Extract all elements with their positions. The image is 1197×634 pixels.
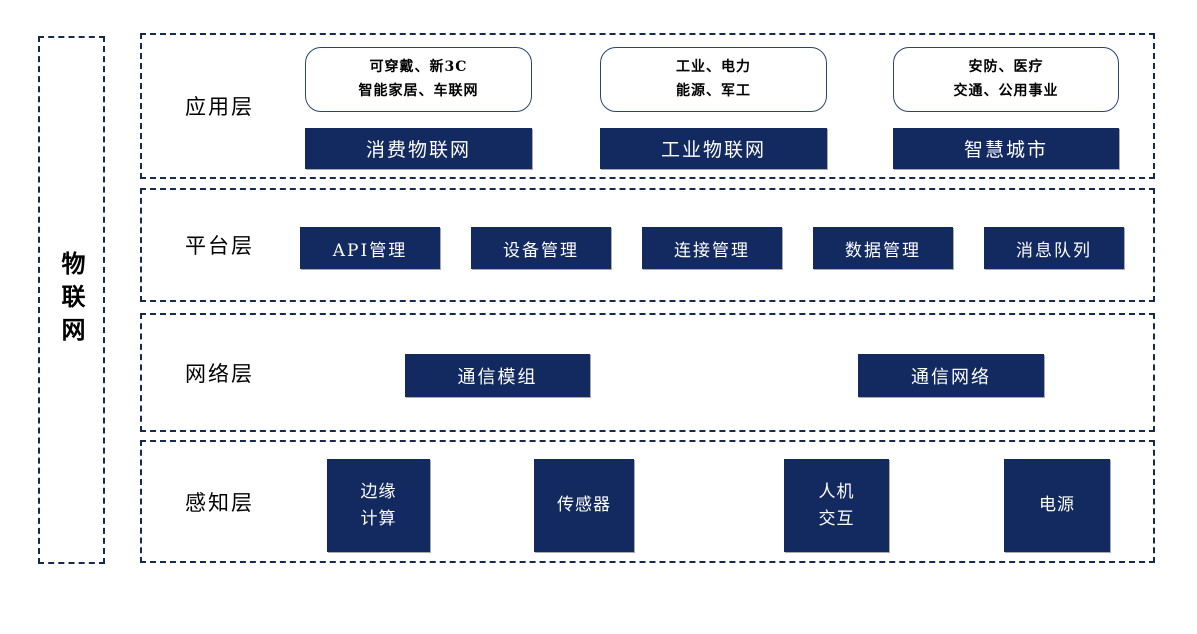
layer-platform-label: 平台层 xyxy=(185,234,254,258)
platform-box-message-queue: 消息队列 xyxy=(984,227,1124,269)
iot-sidebar-label: 物联网 xyxy=(57,250,86,350)
platform-box-device-management: 设备管理 xyxy=(471,227,611,269)
app-tag-smart-city: 安防、医疗交通、公用事业 xyxy=(893,47,1119,112)
layer-perception-label: 感知层 xyxy=(185,490,254,515)
network-box-comm-module: 通信模组 xyxy=(405,354,590,397)
perception-box-human-machine-interaction: 人机交互 xyxy=(784,459,889,552)
platform-box-connection-management: 连接管理 xyxy=(642,227,782,269)
layer-platform: 平台层 API管理 设备管理 连接管理 数据管理 消息队列 xyxy=(140,188,1155,302)
layer-perception: 感知层 边缘计算 传感器 人机交互 电源 xyxy=(140,440,1155,563)
app-bar-industrial-iot: 工业物联网 xyxy=(600,128,827,169)
perception-box-edge-computing: 边缘计算 xyxy=(327,459,430,552)
perception-box-sensor: 传感器 xyxy=(534,459,634,552)
app-tag-industrial: 工业、电力能源、军工 xyxy=(600,47,827,112)
layer-network-label: 网络层 xyxy=(185,361,254,386)
layer-network: 网络层 通信模组 通信网络 xyxy=(140,313,1155,432)
platform-box-data-management: 数据管理 xyxy=(813,227,953,269)
perception-box-power: 电源 xyxy=(1004,459,1110,552)
network-box-comm-network: 通信网络 xyxy=(858,354,1044,397)
app-bar-smart-city: 智慧城市 xyxy=(893,128,1119,169)
app-bar-consumer-iot: 消费物联网 xyxy=(305,128,532,169)
platform-box-api-management: API管理 xyxy=(300,227,440,269)
layer-application-label: 应用层 xyxy=(185,95,254,119)
iot-sidebar: 物联网 xyxy=(38,36,105,564)
